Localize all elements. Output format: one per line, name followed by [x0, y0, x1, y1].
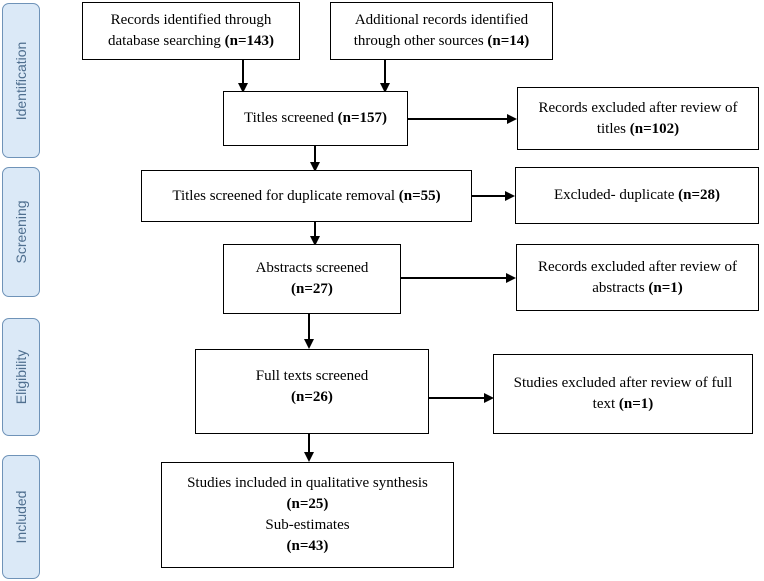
phase-eligibility: Eligibility [2, 318, 40, 436]
box-included: Studies included in qualitative synthesi… [161, 462, 454, 568]
box-excluded-fulltext: Studies excluded after review of full te… [493, 354, 753, 434]
box-other-records: Additional records identified through ot… [330, 2, 553, 60]
box-excluded-duplicate: Excluded- duplicate (n=28) [515, 167, 759, 224]
phase-identification: Identification [2, 3, 40, 158]
box-abstracts-screened: Abstracts screened (n=27) [223, 244, 401, 314]
box-excluded-abstracts: Records excluded after review of abstrac… [516, 244, 759, 311]
box-titles-screened: Titles screened (n=157) [223, 91, 408, 146]
phase-screening: Screening [2, 167, 40, 297]
box-excluded-titles: Records excluded after review of titles … [517, 87, 759, 150]
phase-included: Included [2, 455, 40, 579]
box-duplicate-screen: Titles screened for duplicate removal (n… [141, 170, 472, 222]
box-database-records: Records identified through database sear… [82, 2, 300, 60]
box-full-texts: Full texts screened (n=26) [195, 349, 429, 434]
